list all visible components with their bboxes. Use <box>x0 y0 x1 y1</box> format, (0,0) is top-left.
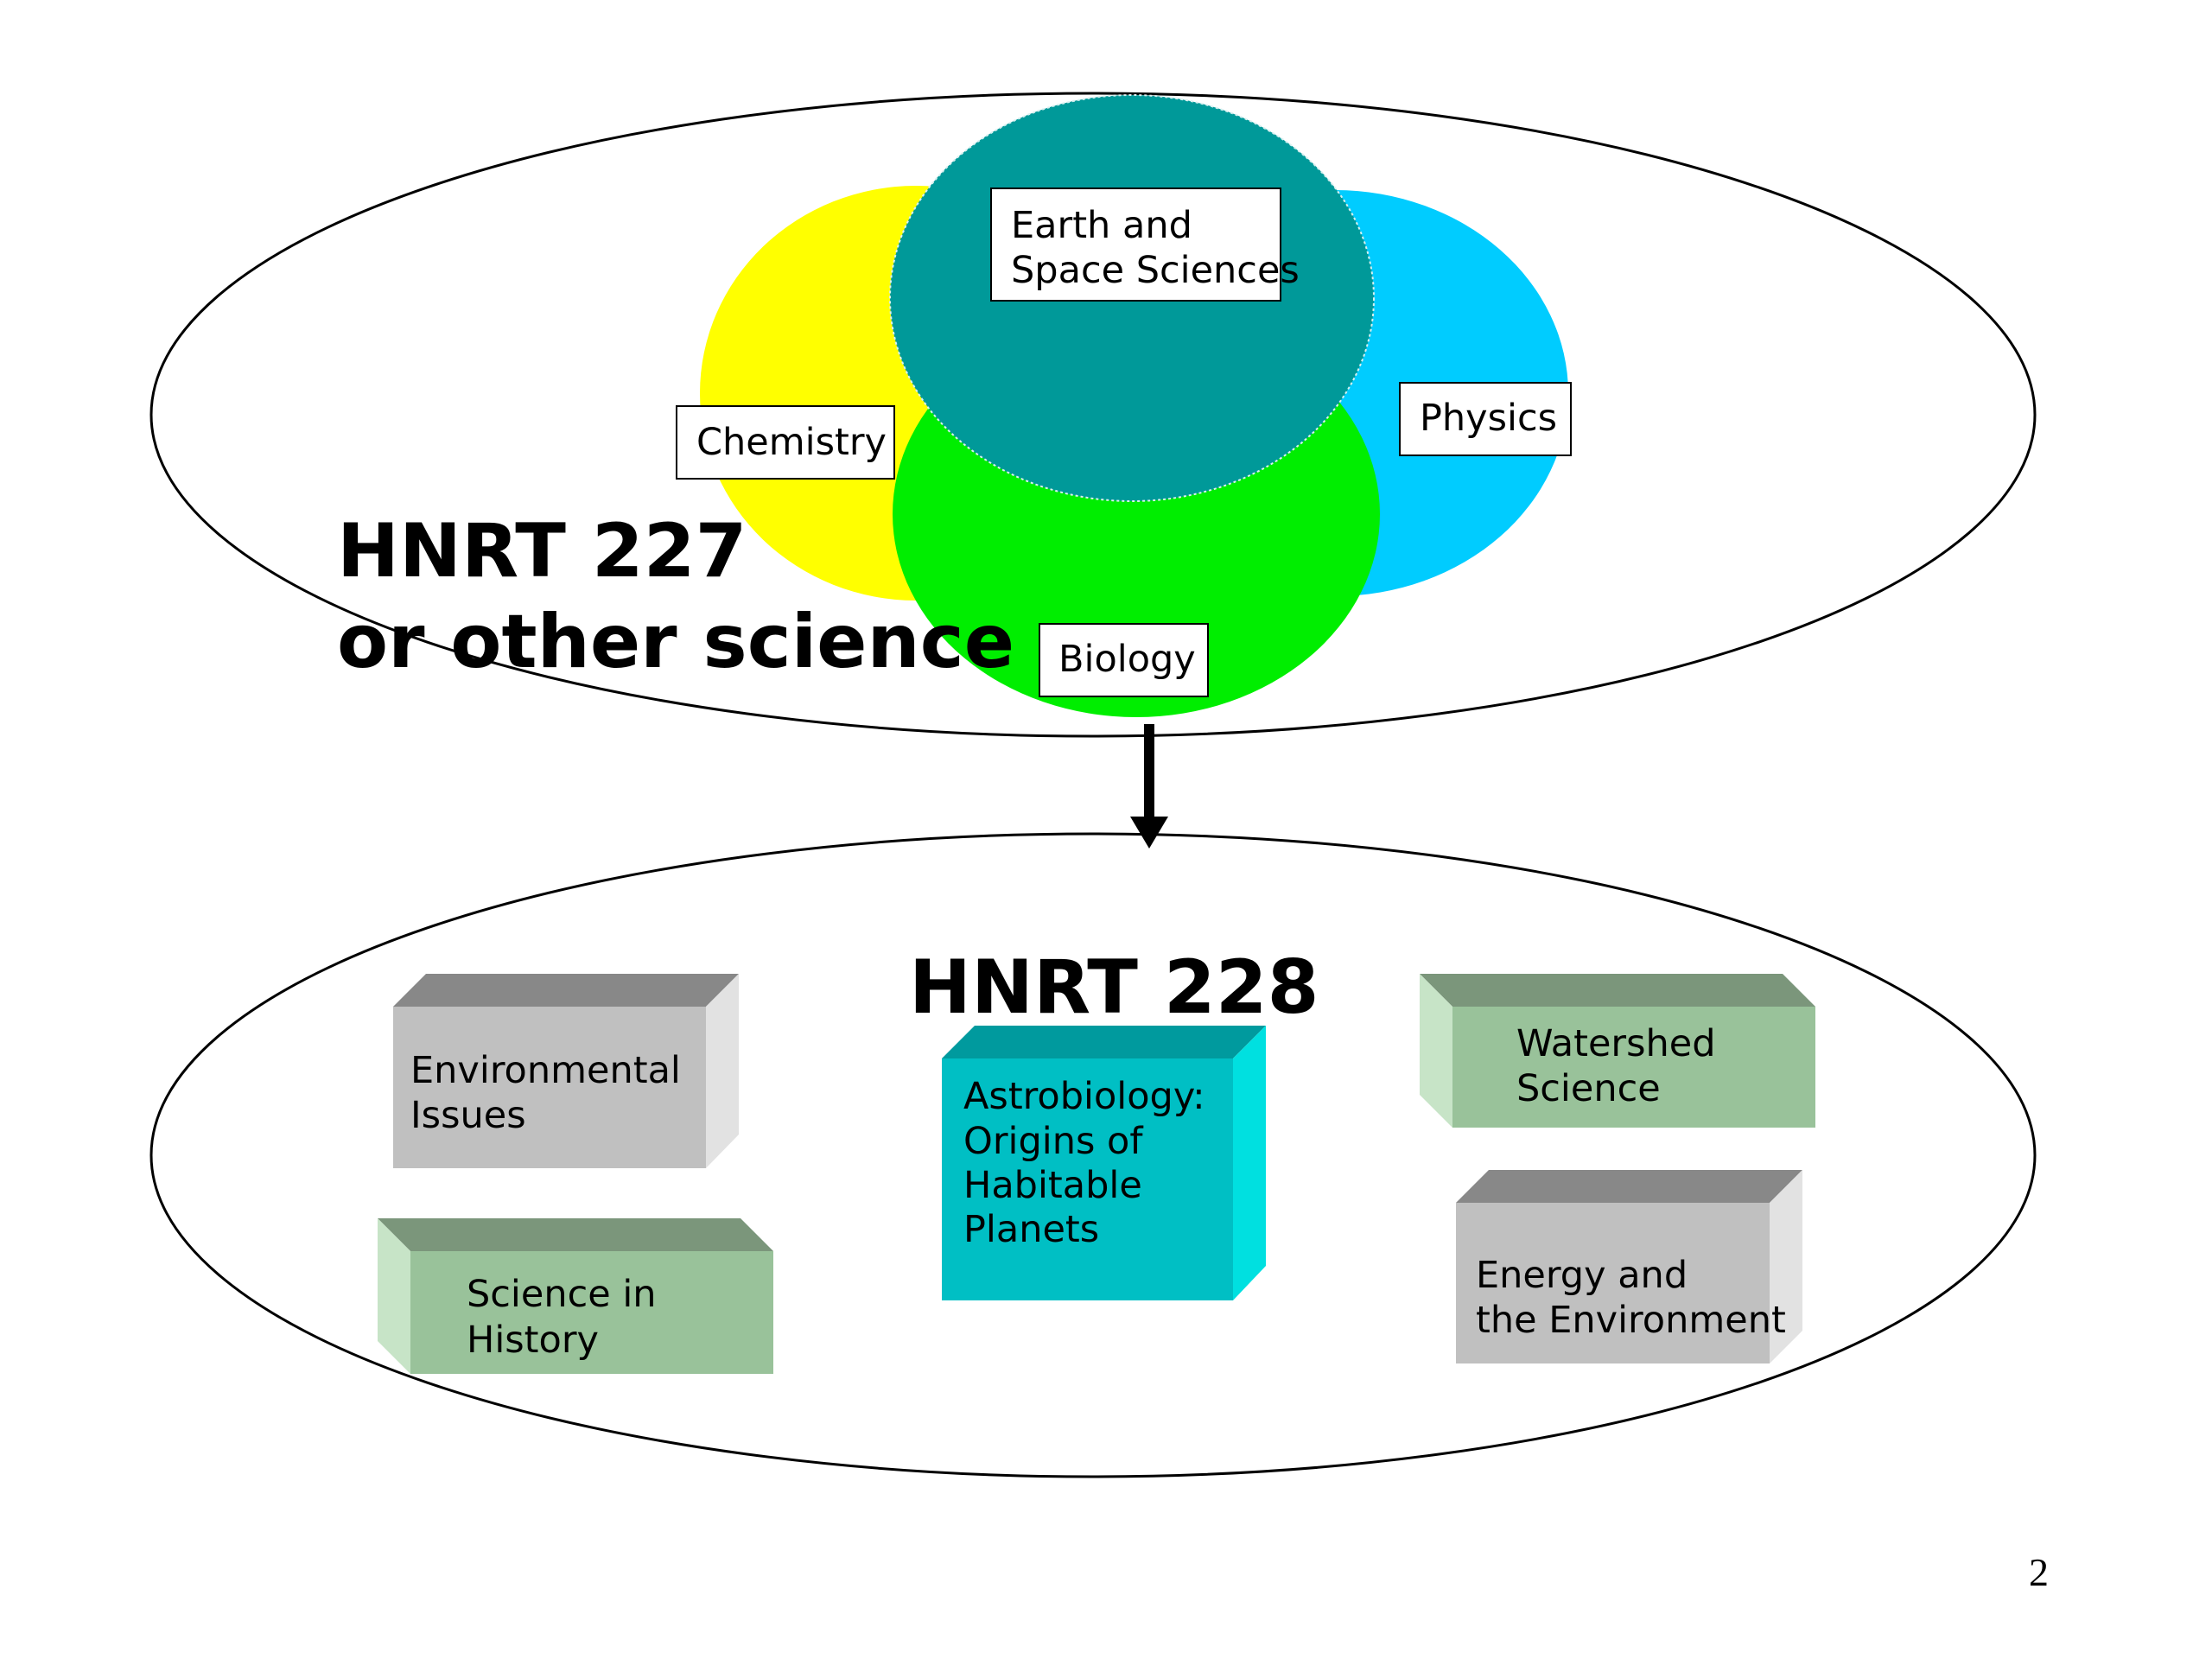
astrobiology-line1: Astrobiology: <box>963 1075 1205 1118</box>
bottom-group-ellipse <box>149 832 2037 1478</box>
earth-space-label-box <box>990 188 1281 302</box>
astrobiology-line4: Planets <box>963 1208 1099 1251</box>
chemistry-label-box <box>676 405 895 480</box>
watershed-science-line1: Watershed <box>1516 1022 1716 1065</box>
energy-environment-line2: the Environment <box>1476 1299 1786 1342</box>
science-in-history-line2: History <box>467 1319 599 1362</box>
down-arrow <box>1130 724 1168 849</box>
physics-label-box <box>1399 382 1572 456</box>
physics-label: Physics <box>1420 397 1557 440</box>
earth-space-label-line1: Earth and <box>1011 204 1192 247</box>
biology-label-box <box>1039 623 1209 697</box>
top-group-ellipse <box>149 92 2037 738</box>
energy-environment-box: Energy and the Environment <box>1456 1170 1802 1363</box>
watershed-science-line2: Science <box>1516 1067 1661 1110</box>
top-group-title-line2: or other science <box>337 599 1014 685</box>
earth-space-label-line2: Space Sciences <box>1011 249 1300 292</box>
science-in-history-line1: Science in <box>467 1273 657 1316</box>
biology-label: Biology <box>1058 638 1196 681</box>
energy-environment-line1: Energy and <box>1476 1254 1688 1297</box>
environmental-issues-line1: Environmental <box>410 1049 681 1092</box>
science-in-history-box: Science in History <box>378 1218 773 1374</box>
chemistry-label: Chemistry <box>696 421 887 464</box>
top-group-title-line1: HNRT 227 <box>337 508 747 594</box>
astrobiology-box: Astrobiology: Origins of Habitable Plane… <box>942 1026 1266 1300</box>
environmental-issues-line2: Issues <box>410 1094 526 1137</box>
environmental-issues-box: Environmental Issues <box>393 974 739 1168</box>
bottom-group-title: HNRT 228 <box>909 944 1319 1031</box>
watershed-science-box: Watershed Science <box>1420 974 1815 1128</box>
page-number: 2 <box>2029 1550 2049 1594</box>
astrobiology-line3: Habitable <box>963 1164 1142 1207</box>
astrobiology-line2: Origins of <box>963 1120 1143 1163</box>
